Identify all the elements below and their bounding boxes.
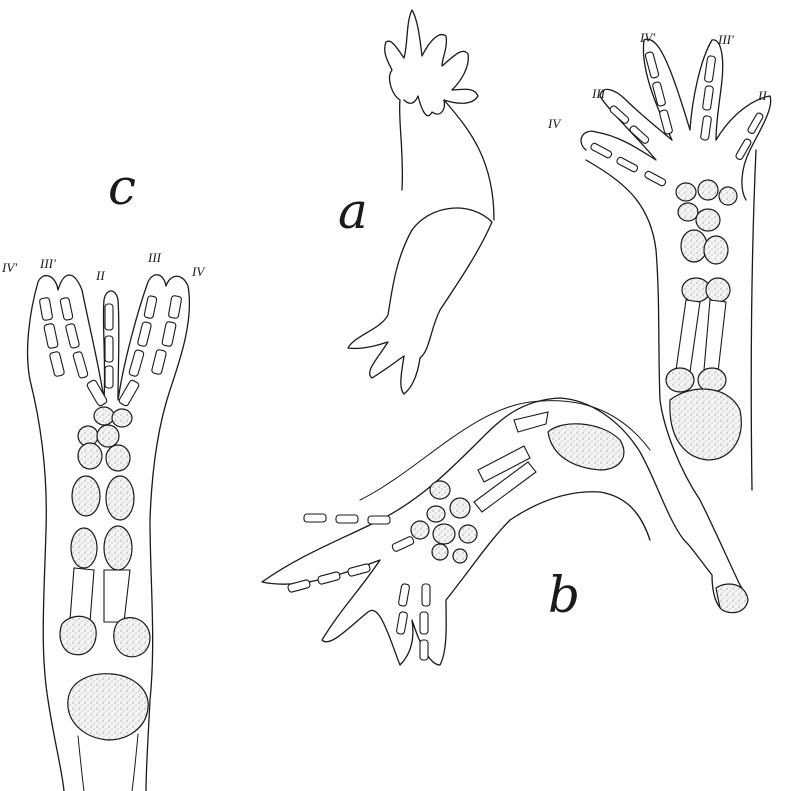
panel-b-digit-label: II [757,88,767,103]
panel-c-digit-label: IV [191,264,206,279]
panel-a-upper-outline [385,10,478,190]
panel-a: a [338,10,494,394]
panel-c-limb-left-edge [30,380,64,791]
panel-b-digit-label: IV' [639,30,655,45]
panel-c-digit-label: III [147,250,162,265]
panel-c-letter: c [108,158,136,216]
panel-b-digit-label: III [591,86,606,101]
panel-a-lower-outline [348,208,492,394]
panel-c-digit-labels: IV' III' II III IV [1,250,206,283]
panel-c-digit-label: II [95,268,105,283]
panel-c-digit-label: IV' [1,260,17,275]
panel-b-letter: b [548,566,580,624]
panel-c-digit-label: III' [39,256,56,271]
panel-b-lower-phalanges [287,514,430,660]
panel-c-humerus-shaft [78,734,138,791]
panel-b-digit-label: III' [717,32,734,47]
panel-b-upper-forearm-bones [666,278,730,392]
panel-b-upper-carpals [676,180,737,264]
panel-b: b [262,30,771,665]
panel-a-letter: a [338,182,368,240]
panel-b-hand-outline [581,39,771,200]
panel-c-humerus-head [68,674,148,740]
panel-a-upper-side [444,100,494,220]
panel-c-phalanges [39,295,182,406]
panel-c-carpals [78,407,132,471]
panel-b-arm-inner-edge [751,150,756,490]
panel-b-upper-phalanges [590,51,764,186]
panel-b-lower-forearm-bones [474,412,548,512]
panel-c: c [1,158,206,791]
panel-b-digit-label: IV [547,116,562,131]
panel-c-forearm [60,476,150,657]
